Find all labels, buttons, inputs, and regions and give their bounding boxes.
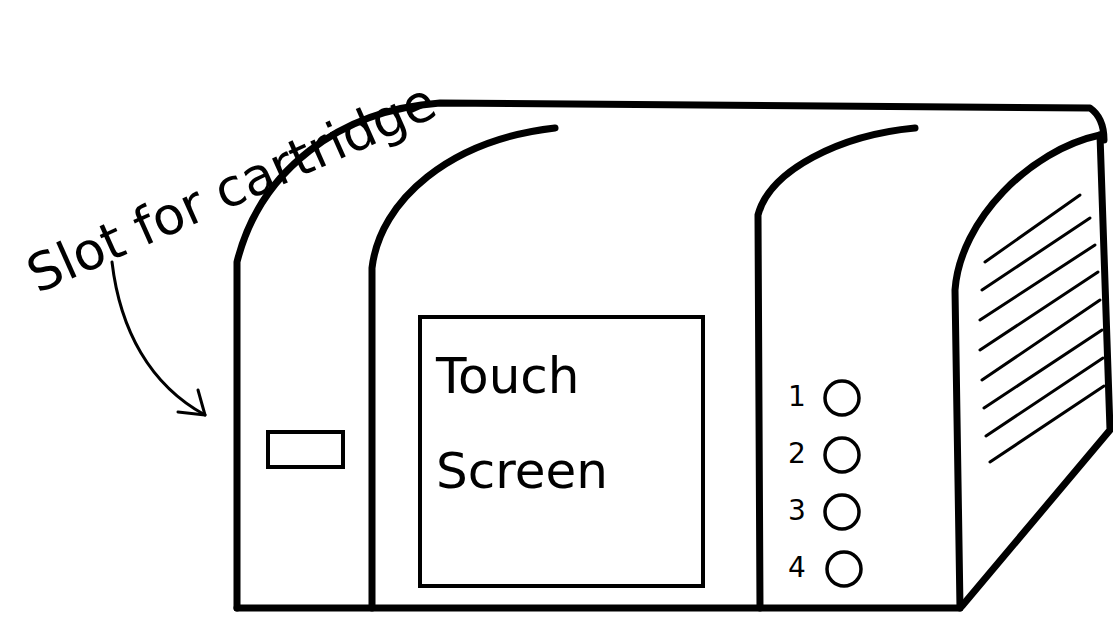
leader-line bbox=[112, 262, 205, 415]
vent-line bbox=[990, 386, 1104, 462]
front-bottom-edge bbox=[237, 605, 960, 612]
front-right-edge bbox=[955, 135, 1100, 608]
button-circle bbox=[825, 495, 859, 529]
screen-box: Touch Screen bbox=[418, 315, 705, 588]
button-number: 1 bbox=[788, 380, 806, 413]
vent-line bbox=[985, 195, 1080, 262]
button-number: 2 bbox=[788, 437, 806, 470]
vent-line bbox=[980, 272, 1098, 350]
button-number: 3 bbox=[788, 494, 806, 527]
vent-line bbox=[982, 218, 1090, 290]
device-outline bbox=[237, 103, 1104, 608]
band-line bbox=[758, 128, 915, 608]
vent-line bbox=[982, 300, 1100, 380]
button-number: 4 bbox=[788, 551, 806, 584]
button-circle bbox=[827, 552, 861, 586]
arrow-head bbox=[178, 390, 205, 415]
side-face-edge bbox=[962, 135, 1110, 606]
button-circle bbox=[825, 381, 859, 415]
screen-label: Touch Screen bbox=[422, 319, 701, 529]
callout-text: Slot for cartridge bbox=[18, 71, 445, 305]
vent-line bbox=[980, 245, 1095, 320]
cartridge-slot bbox=[268, 432, 343, 467]
button-circle bbox=[825, 438, 859, 472]
